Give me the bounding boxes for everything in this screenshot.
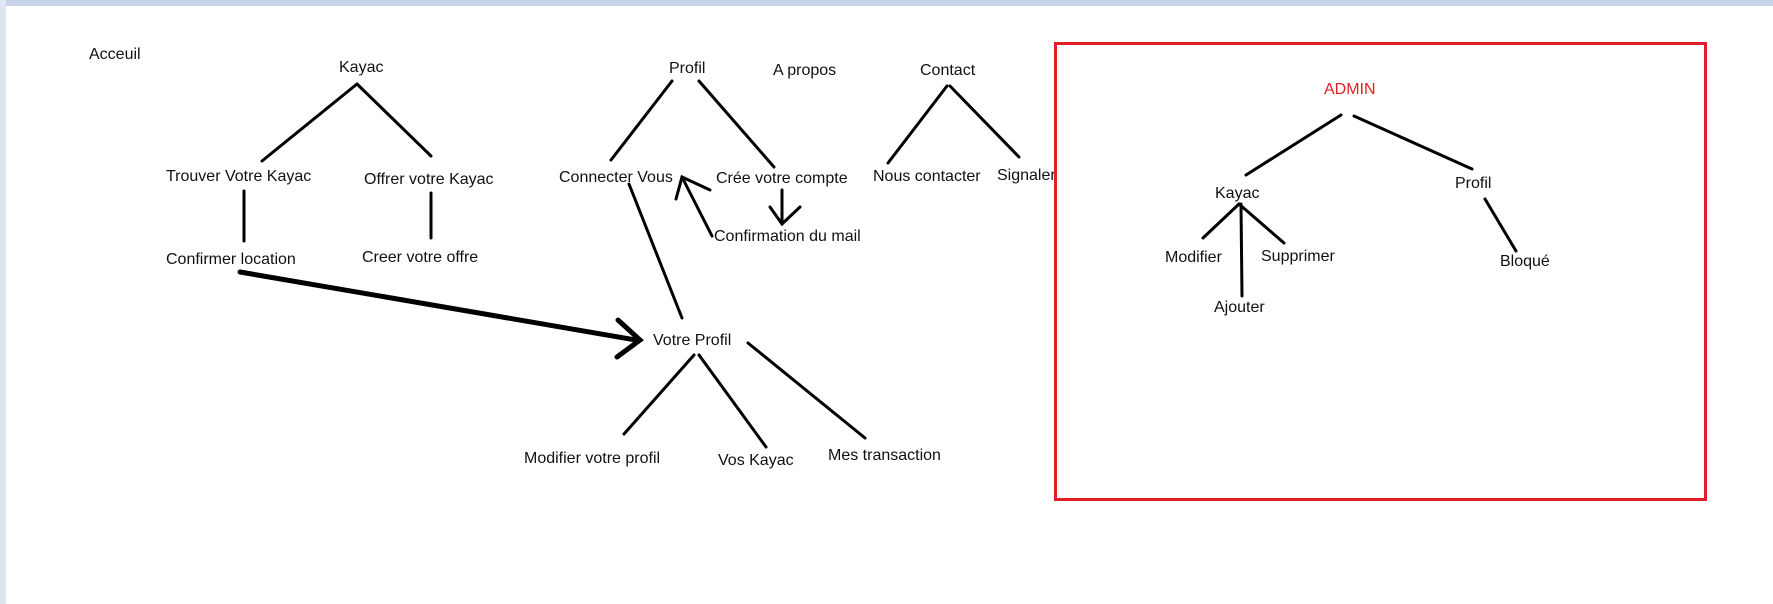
arrowhead-connecter xyxy=(674,174,712,201)
node-a-propos: A propos xyxy=(773,62,837,79)
edge-admin-kayac-modifier xyxy=(1201,202,1241,240)
admin-title: ADMIN xyxy=(1324,81,1376,98)
edge-profil-connecter xyxy=(609,79,674,162)
node-confirmation-mail: Confirmation du mail xyxy=(714,228,861,245)
node-trouver-kayac: Trouver Votre Kayac xyxy=(166,168,312,185)
node-nous-contacter: Nous contacter xyxy=(873,168,981,185)
arrowhead-confirmation xyxy=(768,205,802,227)
node-connecter-vous: Connecter Vous xyxy=(559,169,673,186)
edge-admin-kayac-ajouter xyxy=(1239,202,1244,298)
node-signaler: Signaler xyxy=(997,167,1056,184)
edge-contact-signaler xyxy=(948,84,1021,159)
edge-confirmation-connecter xyxy=(680,175,714,238)
node-mes-transaction: Mes transaction xyxy=(828,447,941,464)
node-kayac: Kayac xyxy=(339,59,384,76)
admin-node-modifier: Modifier xyxy=(1165,249,1222,266)
admin-node-profil: Profil xyxy=(1455,175,1492,192)
edge-contact-nous xyxy=(886,84,949,165)
edge-admin-profil xyxy=(1352,114,1474,171)
admin-section-frame xyxy=(1054,42,1707,501)
window-top-border xyxy=(0,0,1773,6)
edge-kayac-trouver xyxy=(260,82,359,163)
node-confirmer-location: Confirmer location xyxy=(166,251,296,268)
admin-node-supprimer: Supprimer xyxy=(1261,248,1335,265)
node-offrir-kayac: Offrer votre Kayac xyxy=(364,171,494,188)
admin-node-kayac: Kayac xyxy=(1215,185,1260,202)
node-cree-compte: Crée votre compte xyxy=(716,170,848,187)
edge-admin-kayac xyxy=(1244,113,1343,177)
node-vos-kayac: Vos Kayac xyxy=(718,452,794,469)
edge-votreprofil-transaction xyxy=(746,341,867,440)
admin-node-bloque: Bloqué xyxy=(1500,253,1550,270)
node-creer-offre: Creer votre offre xyxy=(362,249,479,266)
admin-node-ajouter: Ajouter xyxy=(1214,299,1265,316)
edge-connecter-votreprofil xyxy=(627,182,684,320)
arrowhead-votreprofil xyxy=(614,317,644,360)
edge-profil-cree xyxy=(697,79,776,169)
edge-votreprofil-modifier xyxy=(622,353,696,436)
edge-kayac-offrir xyxy=(355,82,433,158)
edge-confirmer-votreprofil xyxy=(237,269,639,343)
node-contact: Contact xyxy=(920,62,976,79)
edge-votreprofil-voskayac xyxy=(697,353,768,449)
window-left-border xyxy=(0,0,6,604)
node-modifier-profil: Modifier votre profil xyxy=(524,450,661,467)
edge-admin-kayac-supprimer xyxy=(1237,202,1286,245)
edge-admin-profil-bloque xyxy=(1483,197,1518,253)
node-votre-profil: Votre Profil xyxy=(653,332,732,349)
node-acceuil: Acceuil xyxy=(89,46,141,63)
node-profil: Profil xyxy=(669,60,706,77)
